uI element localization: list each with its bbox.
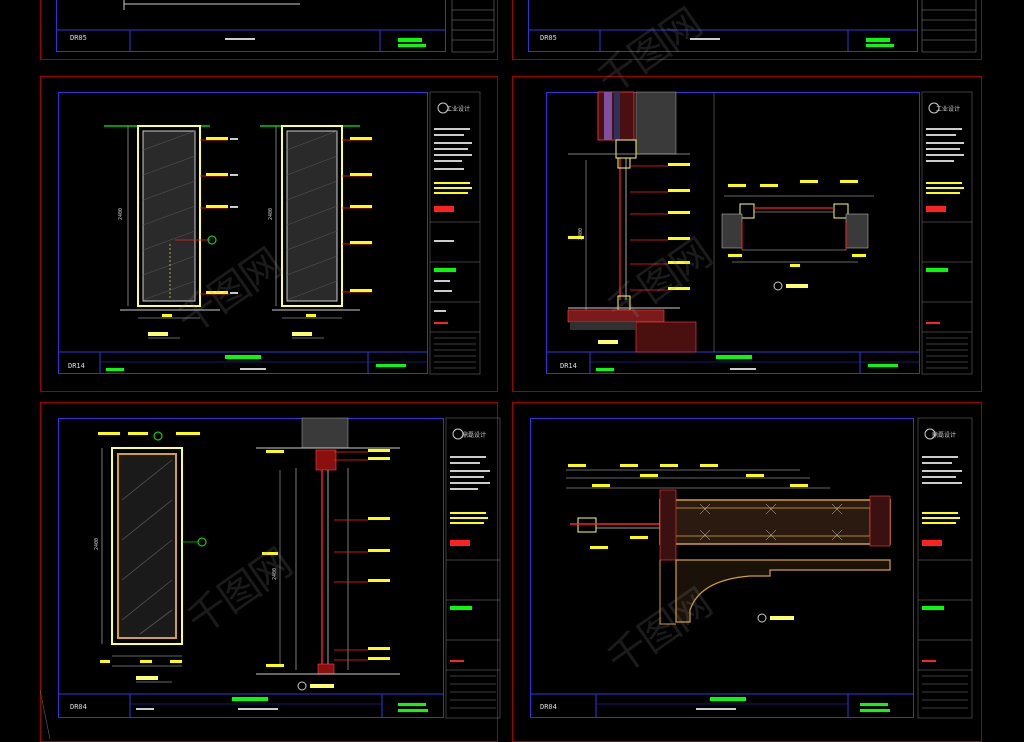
bottom-right-plan-detail: [530, 417, 973, 719]
mid-right-section-details: 2400: [546, 91, 973, 375]
svg-text:2400: 2400: [272, 568, 278, 580]
svg-text:2400: 2400: [94, 538, 100, 550]
mid-left-door-elevations: 2400: [58, 91, 481, 375]
sheet-mid-right: [512, 76, 982, 392]
frame-top-left: [56, 0, 446, 52]
frame-top-right: [528, 0, 918, 52]
logo-text-mid-right: 工业设计: [936, 106, 961, 113]
bottom-left-door-details: 2400 2400: [39, 417, 501, 739]
frame-bottom-left: [58, 418, 444, 718]
svg-text:2400: 2400: [578, 228, 584, 240]
logo-text-mid-left: 工业设计: [446, 106, 471, 113]
sheet-code-bottom-right: DR04: [540, 703, 557, 711]
sheet-top-left: [40, 0, 498, 60]
sheet-code-top-left: DR05: [70, 34, 87, 42]
sheet-code-bottom-left: DR04: [70, 703, 87, 711]
logo-text-bottom-right: 鼎磊设计: [932, 432, 957, 439]
sheet-code-mid-left: DR14: [68, 362, 85, 370]
top-left-sheet-content: [56, 0, 495, 53]
sheet-code-mid-right: DR14: [560, 362, 577, 370]
frame-mid-right: [546, 92, 920, 374]
frame-bottom-right: [530, 418, 914, 718]
top-right-sheet-content: [528, 0, 977, 53]
frame-mid-left: [58, 92, 428, 374]
sheet-top-right: [512, 0, 982, 60]
sheet-mid-left: [40, 76, 498, 392]
svg-text:2400: 2400: [118, 208, 124, 220]
logo-text-bottom-left: 鼎磊设计: [462, 432, 487, 439]
sheet-code-top-right: DR05: [540, 34, 557, 42]
svg-text:2400: 2400: [268, 208, 274, 220]
